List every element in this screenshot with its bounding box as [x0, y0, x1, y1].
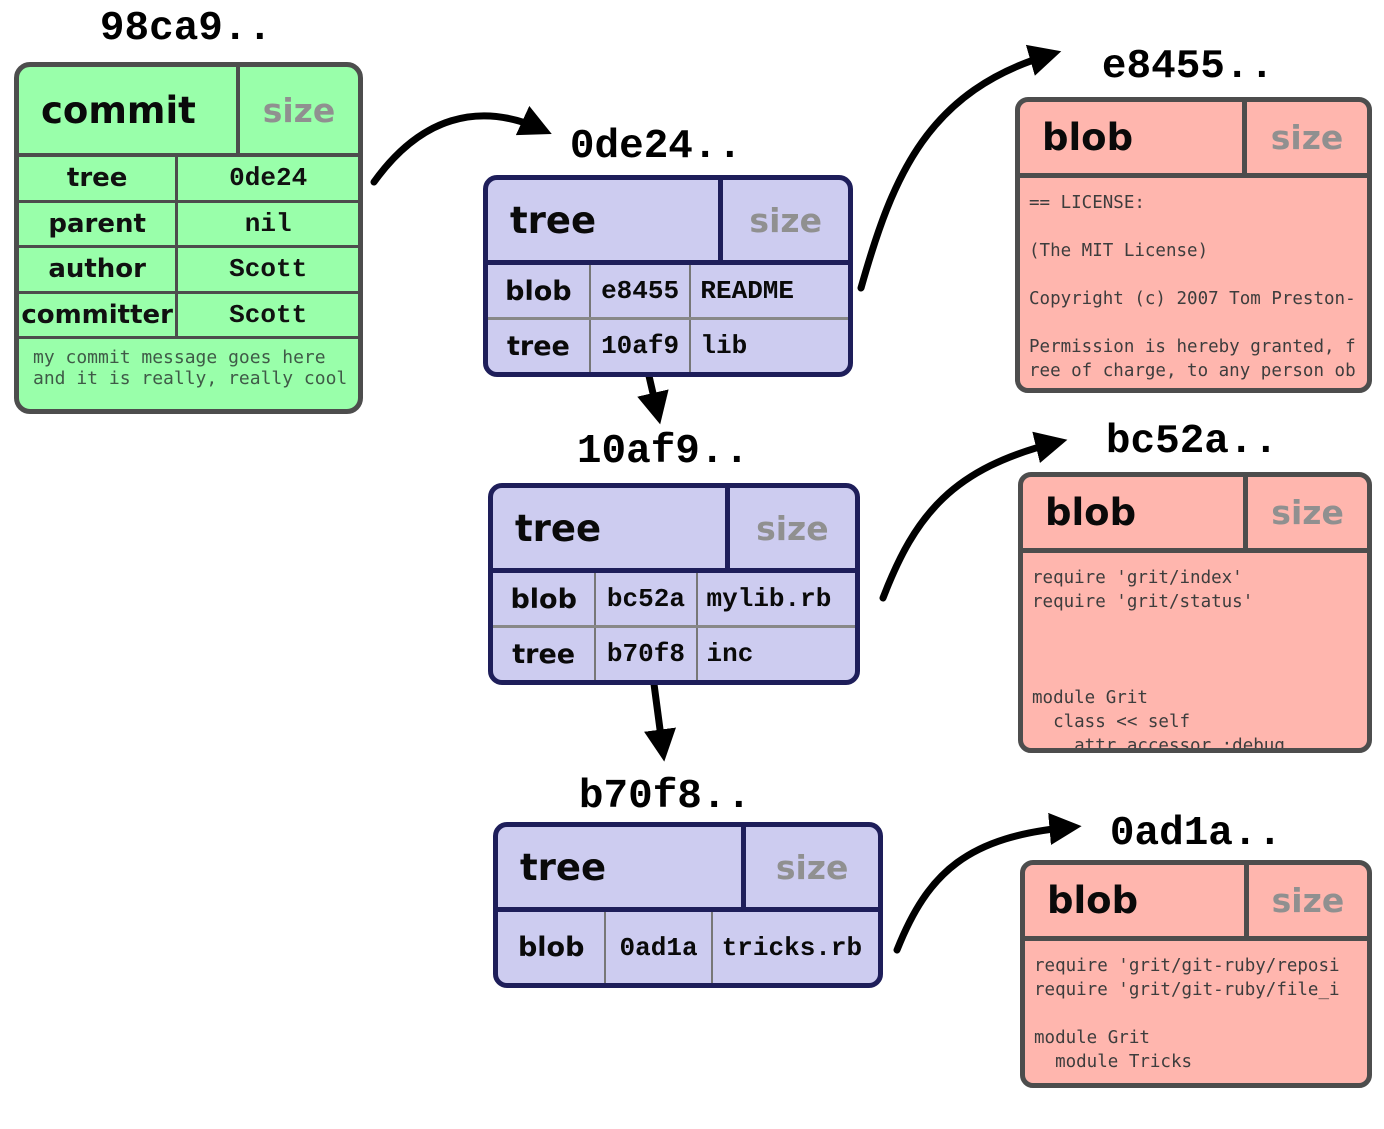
commit-type-label: commit [41, 88, 196, 132]
tree-10af9-hash-label: 10af9.. [576, 429, 750, 475]
entry-name: README [700, 276, 795, 306]
blob-0ad1a-box: blob size require 'grit/git-ruby/reposi … [1020, 860, 1372, 1088]
tree-type-label: tree [520, 845, 607, 889]
tree-entry-row: blob bc52a mylib.rb [493, 573, 855, 625]
commit-header: commit size [19, 67, 358, 157]
entry-hash: e8455 [588, 265, 692, 317]
commit-field-committer: committer Scott [19, 290, 358, 336]
field-value: Scott [229, 254, 308, 285]
tree-type-label: tree [510, 198, 597, 242]
field-key: author [19, 248, 179, 291]
entry-type: blob [517, 932, 585, 963]
tree-b70f8-hash-label: b70f8.. [578, 774, 752, 820]
blob-0ad1a-hash-label: 0ad1a.. [1109, 811, 1283, 857]
tree-entry-row: tree 10af9 lib [488, 317, 848, 372]
blob-type-label: blob [1047, 879, 1139, 922]
entry-hash: 10af9 [588, 320, 692, 372]
tree-size-label: size [724, 488, 855, 568]
blob-header: blob size [1025, 865, 1367, 941]
blob-size-label: size [1242, 102, 1367, 173]
blob-content-text: require 'grit/git-ruby/reposi require 'g… [1034, 956, 1340, 1072]
arrow-commit-to-tree-0de24 [370, 105, 552, 186]
field-value: nil [244, 208, 292, 239]
blob-type-label: blob [1042, 116, 1134, 159]
entry-name: mylib.rb [706, 584, 832, 614]
blob-type-label: blob [1045, 491, 1137, 534]
entry-type: blob [505, 275, 572, 307]
field-key: committer [19, 293, 179, 336]
blob-size-label: size [1243, 477, 1367, 548]
tree-header: tree size [488, 180, 848, 265]
field-value: 0de24 [229, 163, 308, 194]
blob-bc52a-hash-label: bc52a.. [1105, 419, 1279, 465]
commit-object-box: commit size tree 0de24 parent nil author… [14, 62, 363, 414]
tree-header: tree size [493, 488, 855, 573]
blob-header: blob size [1023, 477, 1367, 553]
blob-content-text: == LICENSE: (The MIT License) Copyright … [1029, 193, 1356, 381]
blob-content-text: require 'grit/index' require 'grit/statu… [1032, 568, 1285, 748]
tree-entry-row: blob e8455 README [488, 265, 848, 317]
entry-hash: bc52a [594, 573, 698, 625]
tree-size-label: size [741, 827, 878, 907]
field-key: parent [19, 202, 179, 245]
tree-entry-row: blob 0ad1a tricks.rb [498, 912, 878, 983]
field-value: Scott [229, 299, 308, 330]
blob-bc52a-box: blob size require 'grit/index' require '… [1018, 472, 1372, 753]
blob-header: blob size [1020, 102, 1367, 178]
tree-10af9-box: tree size blob bc52a mylib.rb tree b70f8… [488, 483, 860, 685]
blob-size-label: size [1243, 865, 1367, 936]
entry-hash: b70f8 [594, 628, 698, 680]
commit-field-author: author Scott [19, 245, 358, 291]
entry-type: blob [510, 583, 577, 615]
entry-type: tree [506, 330, 570, 362]
commit-message-text: my commit message goes here and it is re… [19, 336, 358, 409]
commit-size-label: size [235, 67, 358, 153]
tree-type-label: tree [515, 506, 602, 550]
commit-field-tree: tree 0de24 [19, 157, 358, 200]
tree-entry-row: tree b70f8 inc [493, 625, 855, 680]
tree-b70f8-box: tree size blob 0ad1a tricks.rb [493, 822, 883, 988]
blob-e8455-box: blob size == LICENSE: (The MIT License) … [1015, 97, 1372, 393]
entry-name: inc [706, 639, 754, 669]
blob-e8455-hash-label: e8455.. [1101, 44, 1275, 90]
tree-0de24-hash-label: 0de24.. [569, 124, 743, 170]
entry-type: tree [512, 638, 576, 670]
field-key: tree [19, 157, 179, 200]
tree-0de24-box: tree size blob e8455 README tree 10af9 l… [483, 175, 853, 377]
commit-field-parent: parent nil [19, 199, 358, 245]
tree-size-label: size [718, 180, 848, 260]
commit-hash-label: 98ca9.. [99, 6, 273, 52]
entry-name: tricks.rb [721, 932, 863, 963]
tree-header: tree size [498, 827, 878, 912]
entry-name: lib [700, 331, 748, 361]
entry-hash: 0ad1a [604, 912, 713, 983]
